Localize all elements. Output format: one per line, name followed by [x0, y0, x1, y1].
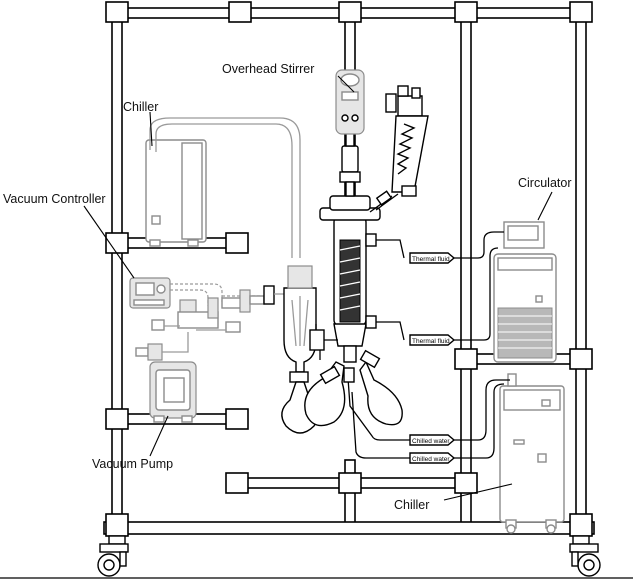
leader-overhead-stirrer — [337, 75, 355, 93]
label-vacuum-pump: Vacuum Pump — [92, 457, 173, 471]
water-valve — [343, 367, 355, 383]
leader-chiller-upper — [149, 111, 153, 147]
frame-post-right — [575, 5, 587, 533]
label-chiller-upper: Chiller — [123, 100, 158, 114]
tag-thermal-fluid-lower-text: Thermal fluid — [412, 338, 450, 345]
leader-vacuum-pump — [149, 415, 169, 457]
vacuum-manifold — [135, 285, 284, 361]
label-overhead-stirrer: Overhead Stirrer — [222, 62, 314, 76]
label-circulator: Circulator — [518, 176, 572, 190]
jacketed-reactor — [309, 195, 381, 363]
overhead-stirrer-unit — [335, 69, 365, 135]
thermal-fluid-line-upper — [368, 231, 504, 259]
tag-chilled-water-lower: Chilled water — [409, 452, 456, 464]
leader-circulator — [537, 191, 553, 221]
stirrer-shaft — [339, 129, 361, 197]
frame-node — [105, 513, 129, 537]
frame-node — [225, 408, 249, 430]
chilled-water-line-upper — [347, 377, 510, 441]
frame-node — [105, 408, 129, 430]
addition-funnel — [369, 85, 429, 213]
frame-node — [569, 513, 593, 537]
frame-node — [569, 1, 593, 23]
chilled-water-line-lower — [351, 383, 505, 459]
chiller-upper-unit — [145, 139, 207, 247]
frame-node — [338, 1, 362, 23]
jacket-outlet-valve — [365, 315, 377, 329]
chiller-lower-unit — [499, 373, 565, 534]
frame-node — [569, 348, 593, 370]
tag-thermal-fluid-upper: Thermal fluid — [409, 252, 456, 264]
frame-rail-base — [103, 521, 595, 535]
frame-node — [225, 472, 249, 494]
chiller-hose-inner — [155, 123, 293, 258]
frame-node — [338, 472, 362, 494]
frame-node — [225, 232, 249, 254]
thermal-fluid-line-lower — [368, 247, 499, 341]
frame-node — [454, 472, 478, 494]
frame-post-right-inner — [460, 5, 472, 533]
frame-post-left — [111, 5, 123, 533]
vacuum-controller-unit — [129, 277, 171, 309]
condenser-trap — [283, 265, 317, 383]
frame-node — [454, 1, 478, 23]
jacket-inlet-valve — [365, 233, 377, 247]
vacuum-pump-unit — [149, 361, 197, 423]
caster-left — [97, 535, 129, 577]
frame-node — [105, 1, 129, 23]
tag-thermal-fluid-lower: Thermal fluid — [409, 334, 456, 346]
tag-thermal-fluid-upper-text: Thermal fluid — [412, 256, 450, 263]
tag-chilled-water-upper: Chilled water — [409, 434, 456, 446]
receiving-flask-center — [304, 361, 346, 427]
receiving-flask-right — [359, 349, 403, 426]
tag-chilled-water-lower-text: Chilled water — [412, 456, 450, 463]
leader-vacuum-controller — [83, 205, 135, 279]
label-vacuum-controller: Vacuum Controller — [3, 192, 106, 206]
tag-chilled-water-upper-text: Chilled water — [412, 438, 450, 445]
label-chiller-lower: Chiller — [394, 498, 429, 512]
frame-node — [454, 348, 478, 370]
leader-chiller-lower — [443, 483, 513, 501]
frame-node — [228, 1, 252, 23]
caster-right — [569, 535, 601, 577]
circulator-unit — [493, 221, 557, 363]
